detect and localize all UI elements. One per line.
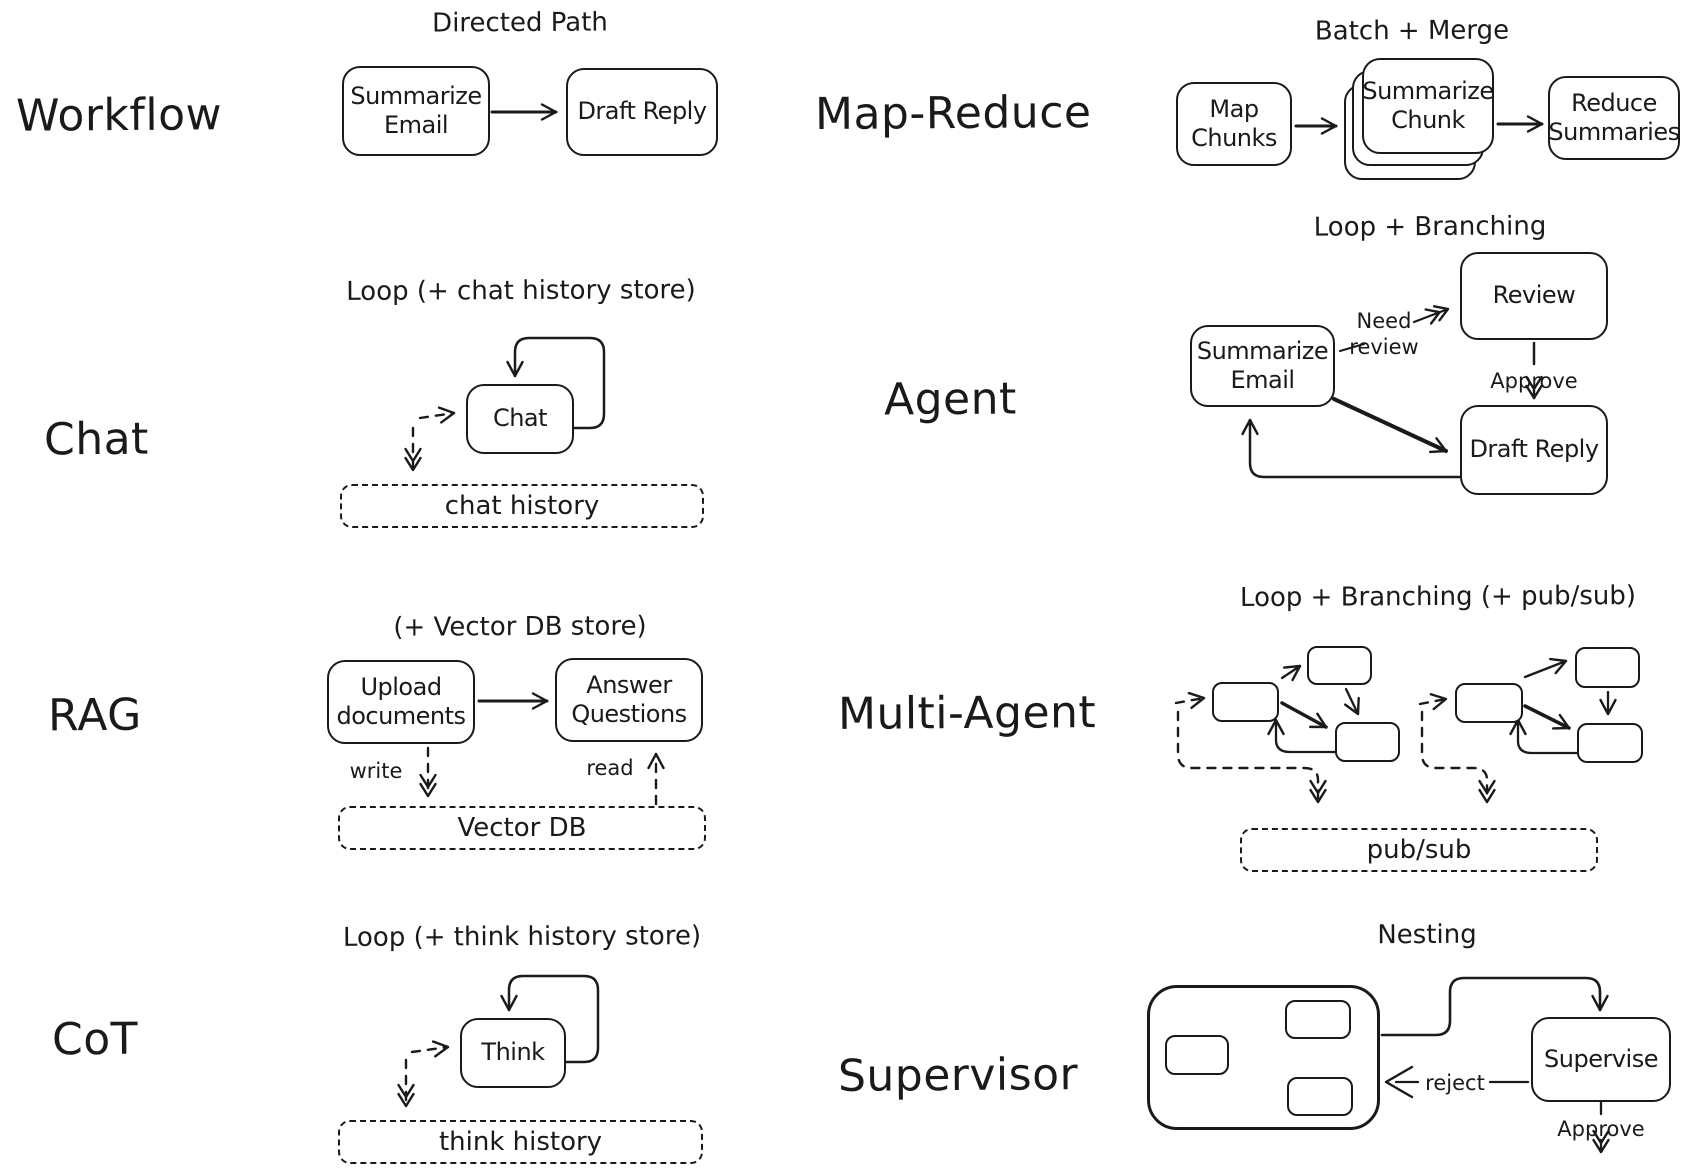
multiagent-b-left-to-bottom-arrow	[1523, 704, 1571, 730]
multiagent-a-pubsub-in-arrow	[1174, 691, 1206, 710]
cot-self-loop-arrow	[500, 974, 600, 1064]
multiagent-a-pubsub-down-arrow	[1176, 710, 1327, 804]
cot-label: CoT	[51, 1013, 139, 1066]
supervisor-inner-node-bottom	[1287, 1077, 1353, 1116]
supervisor-label: Supervisor	[837, 1049, 1079, 1102]
mapreduce-title: Batch + Merge	[1314, 15, 1510, 47]
chat-title: Loop (+ chat history store)	[346, 275, 696, 307]
mapreduce-label: Map-Reduce	[814, 87, 1092, 140]
agent-needreview-arrow	[1412, 305, 1450, 325]
rag-vector-db-store: Vector DB	[338, 806, 706, 850]
multiagent-a-left-to-top-arrow	[1280, 664, 1302, 682]
chat-label: Chat	[43, 413, 150, 466]
multiagent-a-top-to-bottom-arrow	[1343, 687, 1360, 716]
agent-node-summarize-email: Summarize Email	[1190, 325, 1335, 407]
supervisor-elbow-to-supervise-arrow	[1380, 976, 1609, 1037]
agent-edge-approve: Approve	[1490, 369, 1578, 393]
agent-edge-need-review: Need review	[1349, 309, 1419, 360]
multiagent-a-node-top	[1307, 646, 1372, 685]
agent-label: Agent	[883, 373, 1017, 426]
supervisor-reject-arrowhead	[1384, 1065, 1414, 1099]
multiagent-pubsub-store: pub/sub	[1240, 828, 1598, 872]
rag-title: (+ Vector DB store)	[393, 611, 647, 643]
multiagent-b-node-top	[1575, 647, 1640, 688]
mapreduce-node-map-chunks: Map Chunks	[1176, 82, 1292, 166]
cot-node-think: Think	[460, 1018, 566, 1088]
agent-draft-to-summarize-loop	[1241, 418, 1462, 479]
supervisor-inner-node-top	[1285, 1000, 1351, 1039]
rag-edge-read: read	[586, 756, 634, 780]
chat-self-loop-arrow	[506, 336, 606, 430]
rag-label: RAG	[47, 689, 142, 742]
multiagent-a-node-bottom	[1335, 722, 1400, 762]
rag-node-answer-questions: Answer Questions	[555, 658, 703, 742]
workflow-node-draft-reply: Draft Reply	[566, 68, 718, 156]
agent-node-review: Review	[1460, 252, 1608, 340]
supervisor-edge-approve: Approve	[1557, 1117, 1645, 1141]
cot-store-in-arrow	[410, 1040, 450, 1058]
rag-edge-write: write	[349, 759, 403, 783]
mapreduce-node-summarize-chunk: Summarize Chunk	[1362, 58, 1494, 154]
multiagent-title: Loop + Branching (+ pub/sub)	[1239, 580, 1637, 614]
supervisor-node-supervise: Supervise	[1531, 1017, 1671, 1102]
multiagent-b-left-to-top-arrow	[1523, 657, 1568, 679]
multiagent-label: Multi-Agent	[837, 687, 1097, 740]
multiagent-a-node-left	[1212, 682, 1279, 722]
multiagent-a-loopback-arrow	[1267, 718, 1339, 754]
supervisor-edge-reject: reject	[1425, 1071, 1485, 1095]
cot-title: Loop (+ think history store)	[342, 921, 702, 953]
multiagent-b-pubsub-down-arrow	[1420, 710, 1496, 804]
multiagent-b-node-bottom	[1577, 723, 1643, 763]
agent-needreview-dash	[1338, 342, 1366, 353]
chat-node-chat: Chat	[466, 384, 574, 454]
cot-think-history-store: think history	[338, 1120, 703, 1164]
multiagent-b-node-left	[1455, 683, 1523, 723]
mapreduce-node-reduce-summaries: Reduce Summaries	[1548, 76, 1680, 160]
supervisor-inner-node-left	[1165, 1035, 1229, 1075]
supervisor-title: Nesting	[1377, 919, 1477, 951]
workflow-title: Directed Path	[432, 7, 608, 39]
multiagent-b-loopback-arrow	[1509, 718, 1581, 755]
agent-summarize-to-draft-arrow	[1332, 397, 1448, 454]
multiagent-a-left-to-bottom-arrow	[1280, 701, 1328, 729]
agent-title: Loop + Branching	[1313, 211, 1547, 243]
workflow-node-summarize-email: Summarize Email	[342, 66, 490, 156]
chat-history-store: chat history	[340, 484, 704, 528]
agent-node-draft-reply: Draft Reply	[1460, 405, 1608, 495]
workflow-label: Workflow	[15, 89, 223, 142]
multiagent-b-pubsub-in-arrow	[1418, 693, 1448, 711]
chat-store-in-arrow	[418, 406, 456, 424]
rag-node-upload-documents: Upload documents	[327, 660, 475, 744]
